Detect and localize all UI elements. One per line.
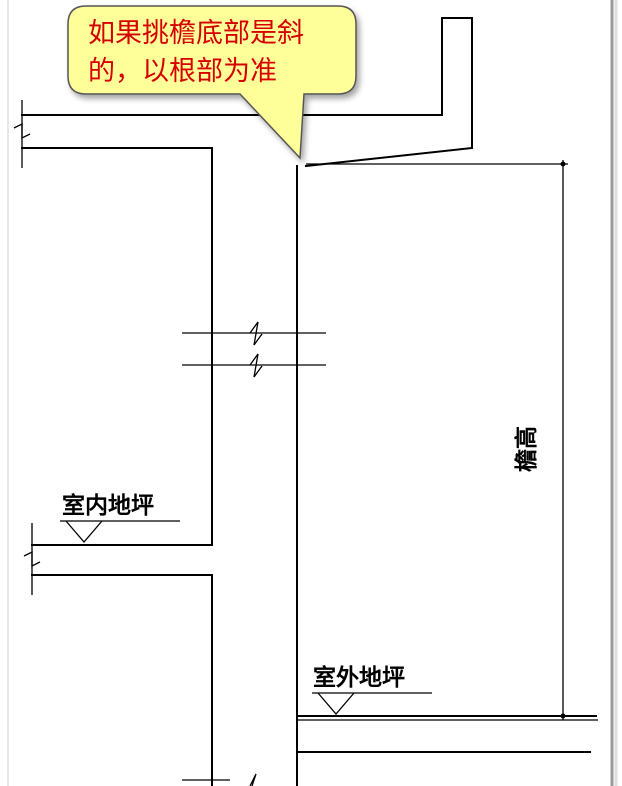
indoor-floor-marker: 室内地坪: [60, 492, 180, 543]
wall-break-mark: [182, 321, 326, 378]
page-frame: [7, 0, 618, 786]
outdoor-floor-marker: 室外地坪: [312, 664, 432, 715]
callout-bubble: [67, 5, 357, 160]
callout-line-2: 的，以根部为准: [88, 56, 277, 87]
outdoor-floor-label: 室外地坪: [313, 664, 405, 691]
indoor-floor-slab: [23, 523, 213, 786]
eave-height-dimension: 檐高: [306, 160, 568, 720]
callout-line-1: 如果挑檐底部是斜: [88, 18, 304, 49]
indoor-floor-label: 室内地坪: [62, 492, 154, 519]
roof-break-mark: [13, 100, 31, 168]
outdoor-ground: [296, 715, 598, 753]
eave-height-label: 檐高: [513, 426, 540, 472]
bottom-break-mark: [182, 773, 257, 786]
